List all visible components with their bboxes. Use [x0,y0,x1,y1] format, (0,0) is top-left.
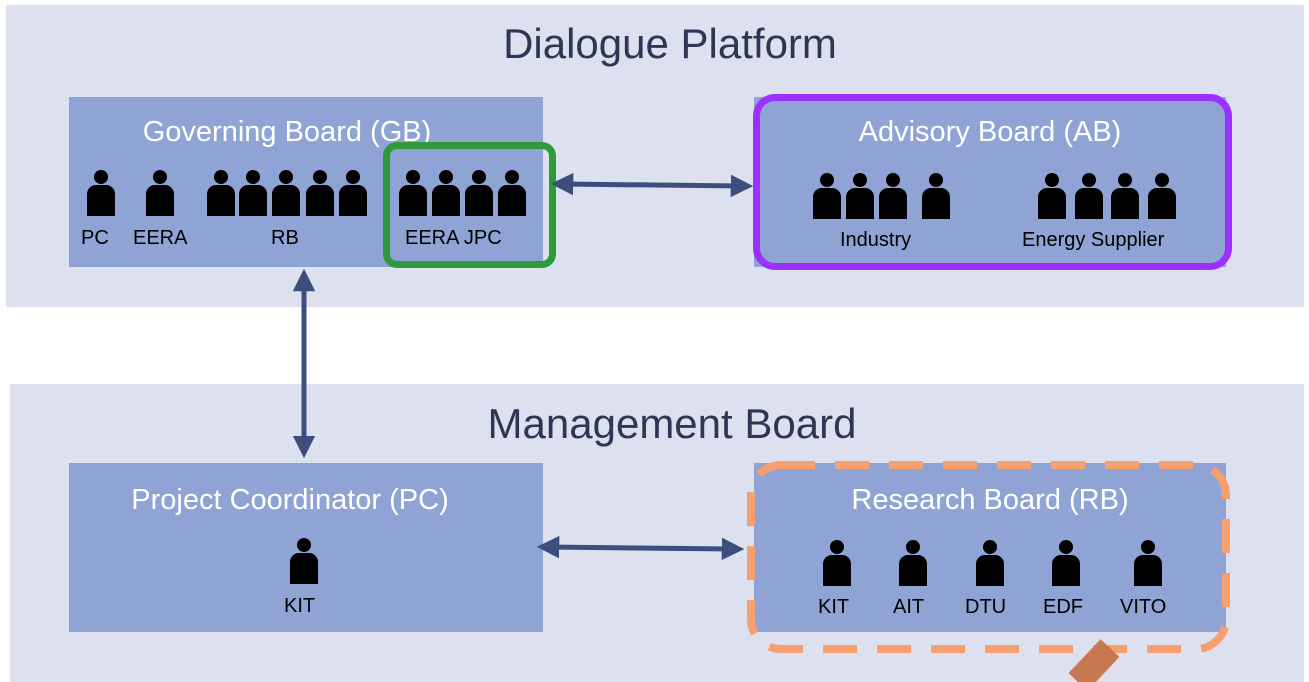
pc-rb-arrow [536,535,745,561]
rb-label-ait: AIT [893,596,925,618]
person-icon [271,170,301,216]
person-icon [206,170,236,216]
rb-label-vito: VITO [1120,596,1167,618]
governing-board-box: Governing Board (GB) [69,97,543,267]
person-icon [1051,540,1081,586]
person-icon [398,170,428,216]
dialogue-platform-title: Dialogue Platform [503,20,837,67]
person-icon [86,170,116,216]
management-board-title: Management Board [487,400,857,447]
person-icon [975,540,1005,586]
person-icon [822,540,852,586]
ab-label-industry: Industry [840,229,912,251]
person-icon [921,173,951,219]
person-icon [431,170,461,216]
person-icon [1133,540,1163,586]
pc-label-kit: KIT [284,595,316,617]
gb-label-eera: EERA [133,227,188,249]
person-icon [878,173,908,219]
ab-label-energy-supplier: Energy Supplier [1022,229,1165,251]
gb-ab-arrow [550,172,754,198]
person-icon [898,540,928,586]
research-board-title: Research Board (RB) [851,484,1129,516]
person-icon [338,170,368,216]
research-board-highlight [747,461,1230,653]
pointer-arrow [1068,639,1120,682]
person-icon [812,173,842,219]
person-icon [1110,173,1140,219]
person-icon [305,170,335,216]
gb-label-eera-jpc: EERA JPC [405,227,502,249]
advisory-board-title: Advisory Board (AB) [858,116,1122,148]
person-icon [238,170,268,216]
person-icon [1147,173,1177,219]
rb-label-kit: KIT [818,596,850,618]
person-icon [1074,173,1104,219]
project-coordinator-title: Project Coordinator (PC) [131,484,449,516]
gb-label-pc: PC [81,227,109,249]
person-icon [145,170,175,216]
gb-label-rb: RB [271,227,299,249]
person-icon [1037,173,1067,219]
person-icon [845,173,875,219]
person-icon [289,538,319,584]
person-icon [497,170,527,216]
rb-label-edf: EDF [1043,596,1083,618]
rb-label-dtu: DTU [965,596,1007,618]
person-icon [464,170,494,216]
